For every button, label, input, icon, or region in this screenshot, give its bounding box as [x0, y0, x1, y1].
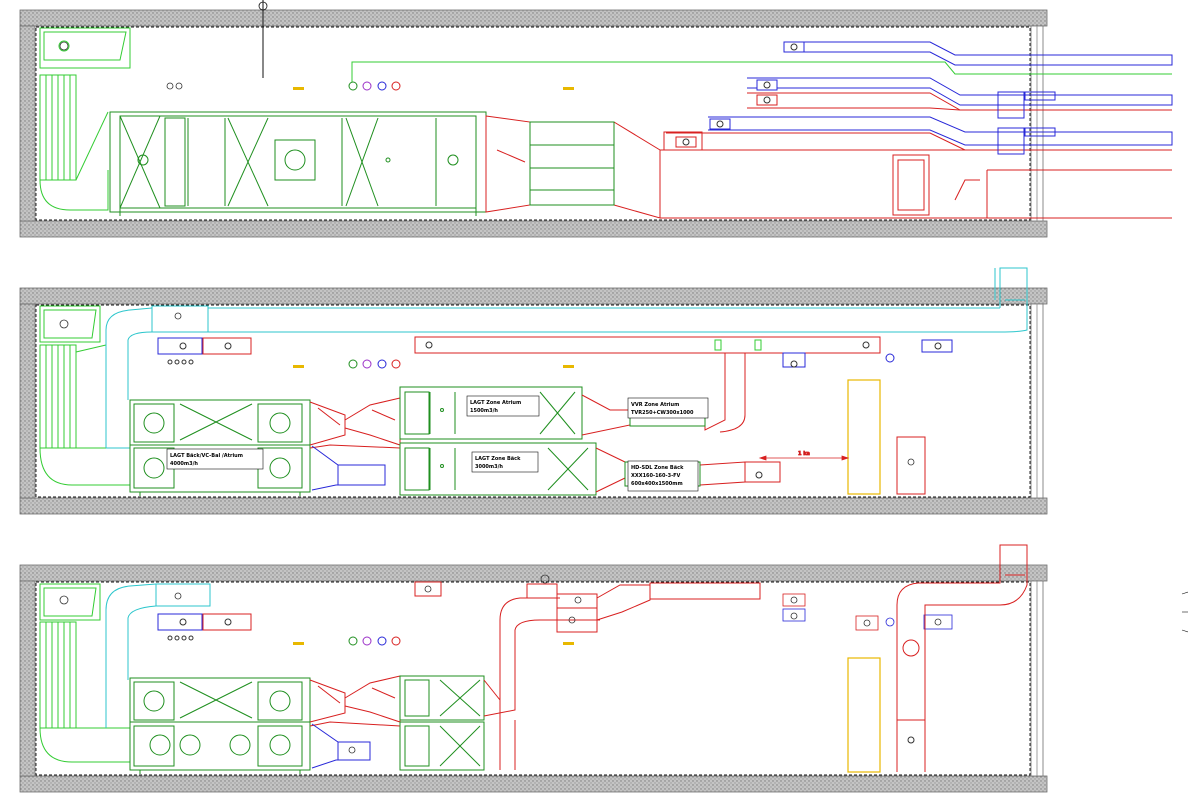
room-outline [35, 581, 1031, 776]
silencer-spec: XXX160-160-3-FV [631, 473, 681, 479]
ahu-lower-label: LAGT Zone Bäck 3000m3/h [471, 451, 539, 473]
ahu-main [129, 677, 311, 774]
green-line [351, 61, 1172, 82]
wall-top [19, 287, 1048, 305]
vvr-name: VVR Zone Atrium [631, 402, 679, 408]
yellow-zone [847, 379, 881, 495]
duct-tags-s3 [540, 574, 953, 631]
exhaust-riser [896, 544, 1028, 772]
symbol-pair-left [166, 82, 183, 90]
vvr-spec: TVR250+CW300x1000 [631, 410, 694, 416]
yellow-mark [293, 365, 304, 368]
symbol-group [348, 81, 401, 91]
wall-left [19, 25, 36, 222]
yellow-mark [293, 87, 304, 90]
silencer-size: 600x400x1500mm [631, 481, 683, 487]
silencer-green [529, 121, 615, 206]
ahu-main-name: LAGT Bäck/VC-Bal /Atrium [170, 453, 243, 459]
ahu-main-label: LAGT Bäck/VC-Bal /Atrium 4000m3/h [166, 448, 264, 470]
symbol-group [348, 359, 401, 369]
ahu-lower-flow: 3000m3/h [475, 464, 503, 470]
wall-left [19, 580, 36, 777]
ahu-upper-label: LAGT Zone Atrium 1500m3/h [466, 395, 540, 417]
duct-tags-right [782, 339, 953, 368]
edge-marks [1181, 591, 1188, 633]
duct-tags [157, 337, 252, 365]
outdoor-air-duct [105, 267, 1028, 449]
wall-bottom [19, 220, 1048, 238]
wall-bottom [19, 775, 1048, 793]
supply-transition [311, 445, 386, 491]
ahu-upper-flow: 1500m3/h [470, 408, 498, 414]
air-handling-unit [109, 111, 487, 216]
exhaust-transition [309, 675, 401, 727]
yellow-mark [563, 365, 574, 368]
ahu-lower-name: LAGT Zone Bäck [475, 456, 521, 462]
ahu-upper [399, 386, 583, 440]
intake-louvre [39, 27, 131, 211]
symbol-group [348, 636, 401, 646]
exhaust-duct-run [483, 582, 761, 770]
yellow-mark [563, 87, 574, 90]
exhaust-box [896, 436, 926, 495]
dimension-text: 1 ka [798, 451, 810, 457]
section-1 [19, 0, 1173, 238]
ahu-main [129, 399, 311, 496]
yellow-mark [293, 642, 304, 645]
ahu-zone-units [399, 675, 485, 771]
intake-louvre [39, 583, 131, 763]
silencer-name: HD-SDL Zone Bäck [631, 465, 684, 471]
wall-top [19, 9, 1048, 27]
exhaust-tag [414, 581, 442, 597]
exhaust-transition [485, 115, 1172, 219]
wall-left [19, 303, 36, 499]
yellow-zone [847, 657, 881, 773]
room-outline [35, 304, 1031, 498]
duct-runs-right [666, 41, 1173, 155]
silencer-label: HD-SDL Zone Bäck XXX160-160-3-FV 600x400… [627, 460, 699, 492]
vvr-label: VVR Zone Atrium TVR250+CW300x1000 [627, 397, 709, 419]
outdoor-air-duct [105, 583, 211, 728]
supply-transition [311, 723, 371, 769]
ahu-upper-name: LAGT Zone Atrium [470, 400, 521, 406]
dimension-line: 1 ka [758, 451, 850, 461]
wall-top [19, 564, 1048, 582]
section-2: LAGT Bäck/VC-Bal /Atrium 4000m3/h LAGT Z… [19, 267, 1048, 515]
room-outline [35, 26, 1031, 221]
ahu-main-flow: 4000m3/h [170, 461, 198, 467]
ahu-lower [399, 442, 597, 496]
wall-bottom [19, 497, 1048, 515]
duct-tags [675, 41, 805, 148]
yellow-mark [563, 642, 574, 645]
duct-tags [157, 613, 252, 641]
intake-louvre [39, 305, 131, 486]
exhaust-transition [309, 397, 401, 449]
section-3 [19, 544, 1048, 793]
